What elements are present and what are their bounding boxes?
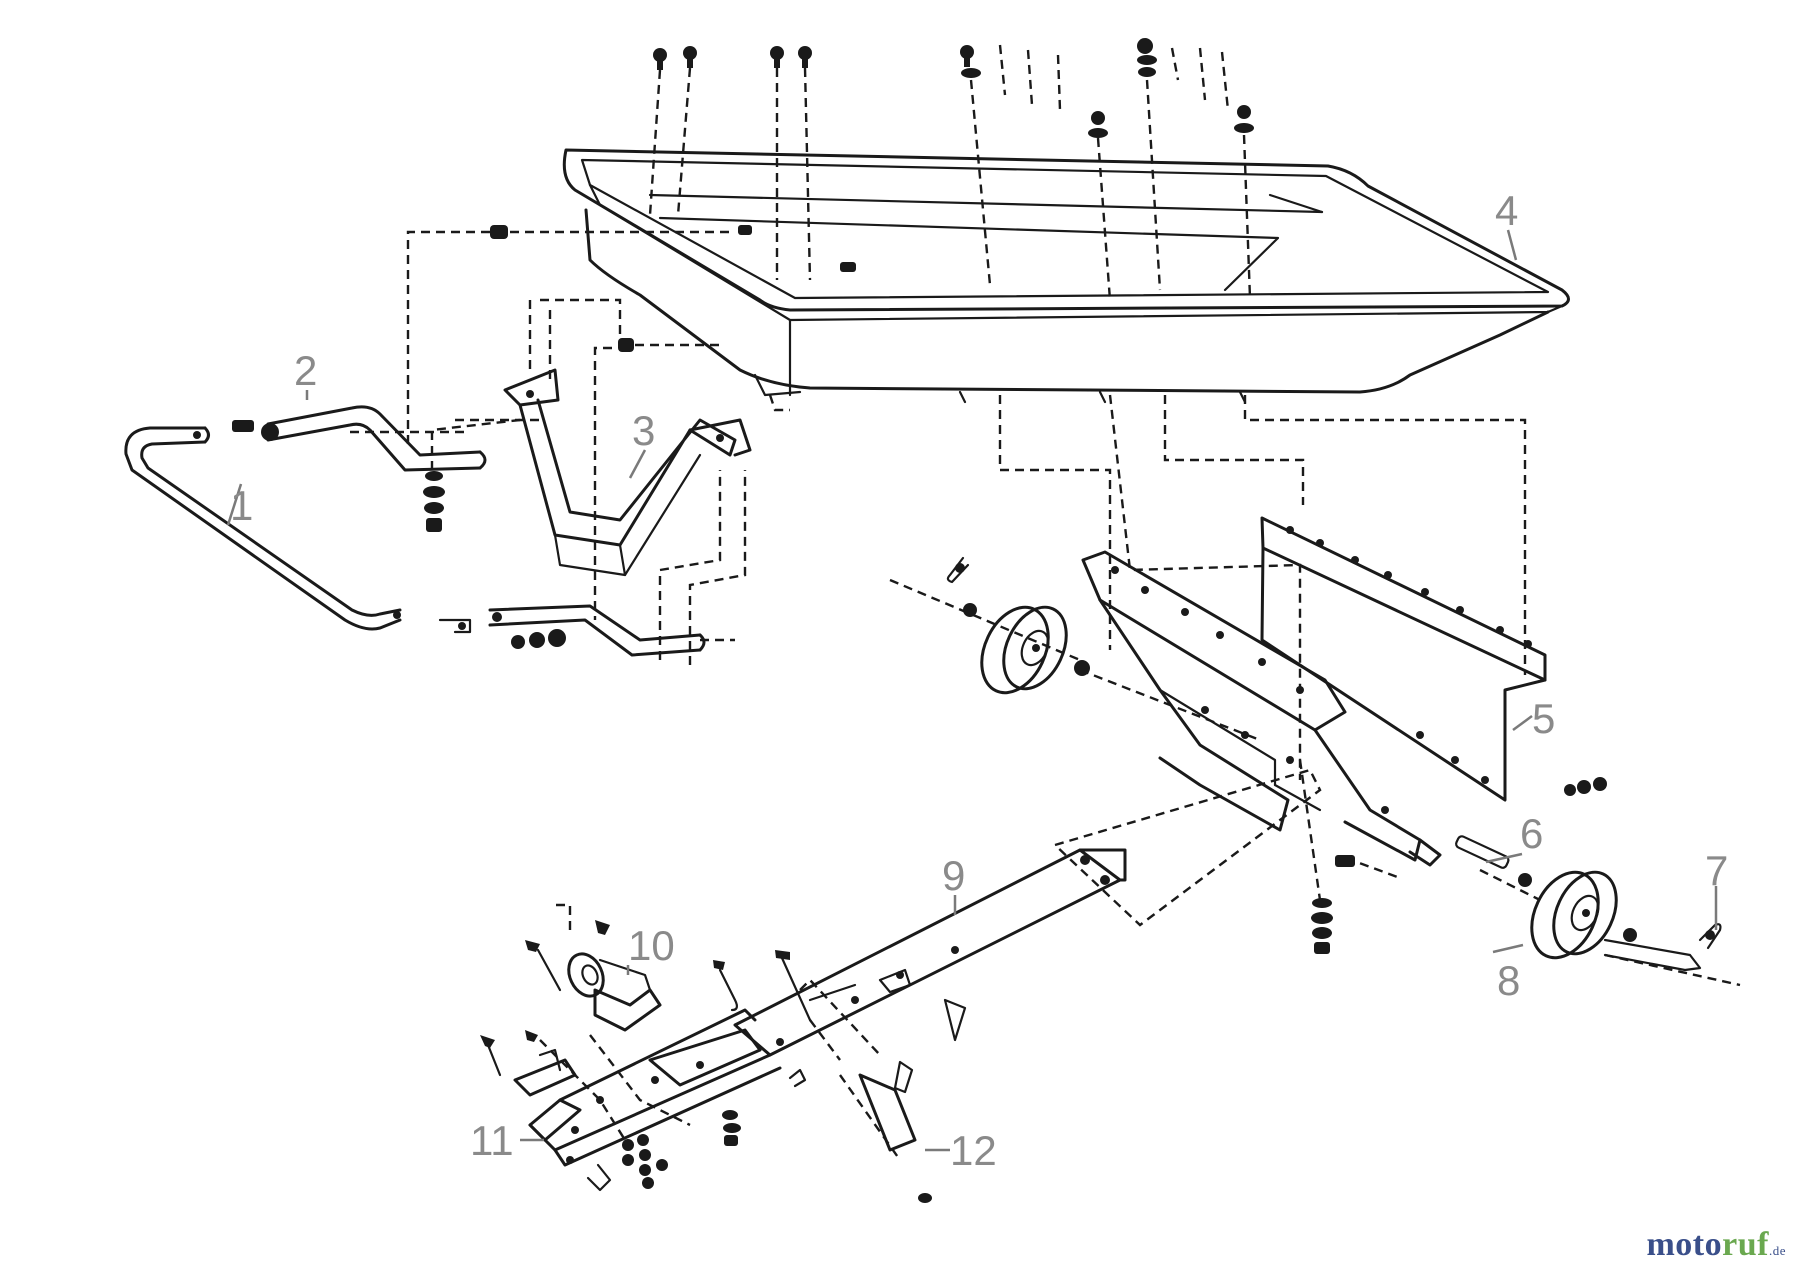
rear-bracket [480,1030,691,1141]
tow-bar-hardware [586,950,967,1203]
handle-bar [124,426,472,634]
tub-bolts [490,38,1254,352]
left-assembly-guides [350,230,790,665]
callout-5: 5 [1532,695,1555,742]
caster-wheel [525,903,662,1032]
brand-logo-suffix: .de [1768,1243,1786,1258]
callout-9: 9 [942,852,965,899]
wheel-left [946,556,1090,695]
callout-labels: 1 2 3 4 5 6 7 8 9 10 11 12 [226,187,1728,1174]
tow-bar-frame [528,848,1127,1167]
callout-11: 11 [470,1117,514,1164]
support-bracket [503,368,752,577]
handle-lower [488,604,706,657]
handle-upper [232,405,487,532]
callout-4: 4 [1495,187,1518,234]
callout-3: 3 [632,407,655,454]
callout-1: 1 [230,482,253,529]
brand-logo-part1: moto [1646,1226,1723,1263]
axle-housing [1081,516,1607,867]
brand-logo: motoruf.de [1646,1226,1786,1264]
wheel-right [1518,870,1722,972]
axle-bolt-6 [1311,835,1510,954]
hopper-tub [562,148,1570,404]
callout-12: 12 [950,1127,997,1174]
callout-2: 2 [294,347,317,394]
callout-8: 8 [1497,957,1520,1004]
brand-logo-part2: ruf [1722,1226,1769,1263]
callout-7: 7 [1705,847,1728,894]
callout-6: 6 [1520,810,1543,857]
callout-10: 10 [628,922,675,969]
